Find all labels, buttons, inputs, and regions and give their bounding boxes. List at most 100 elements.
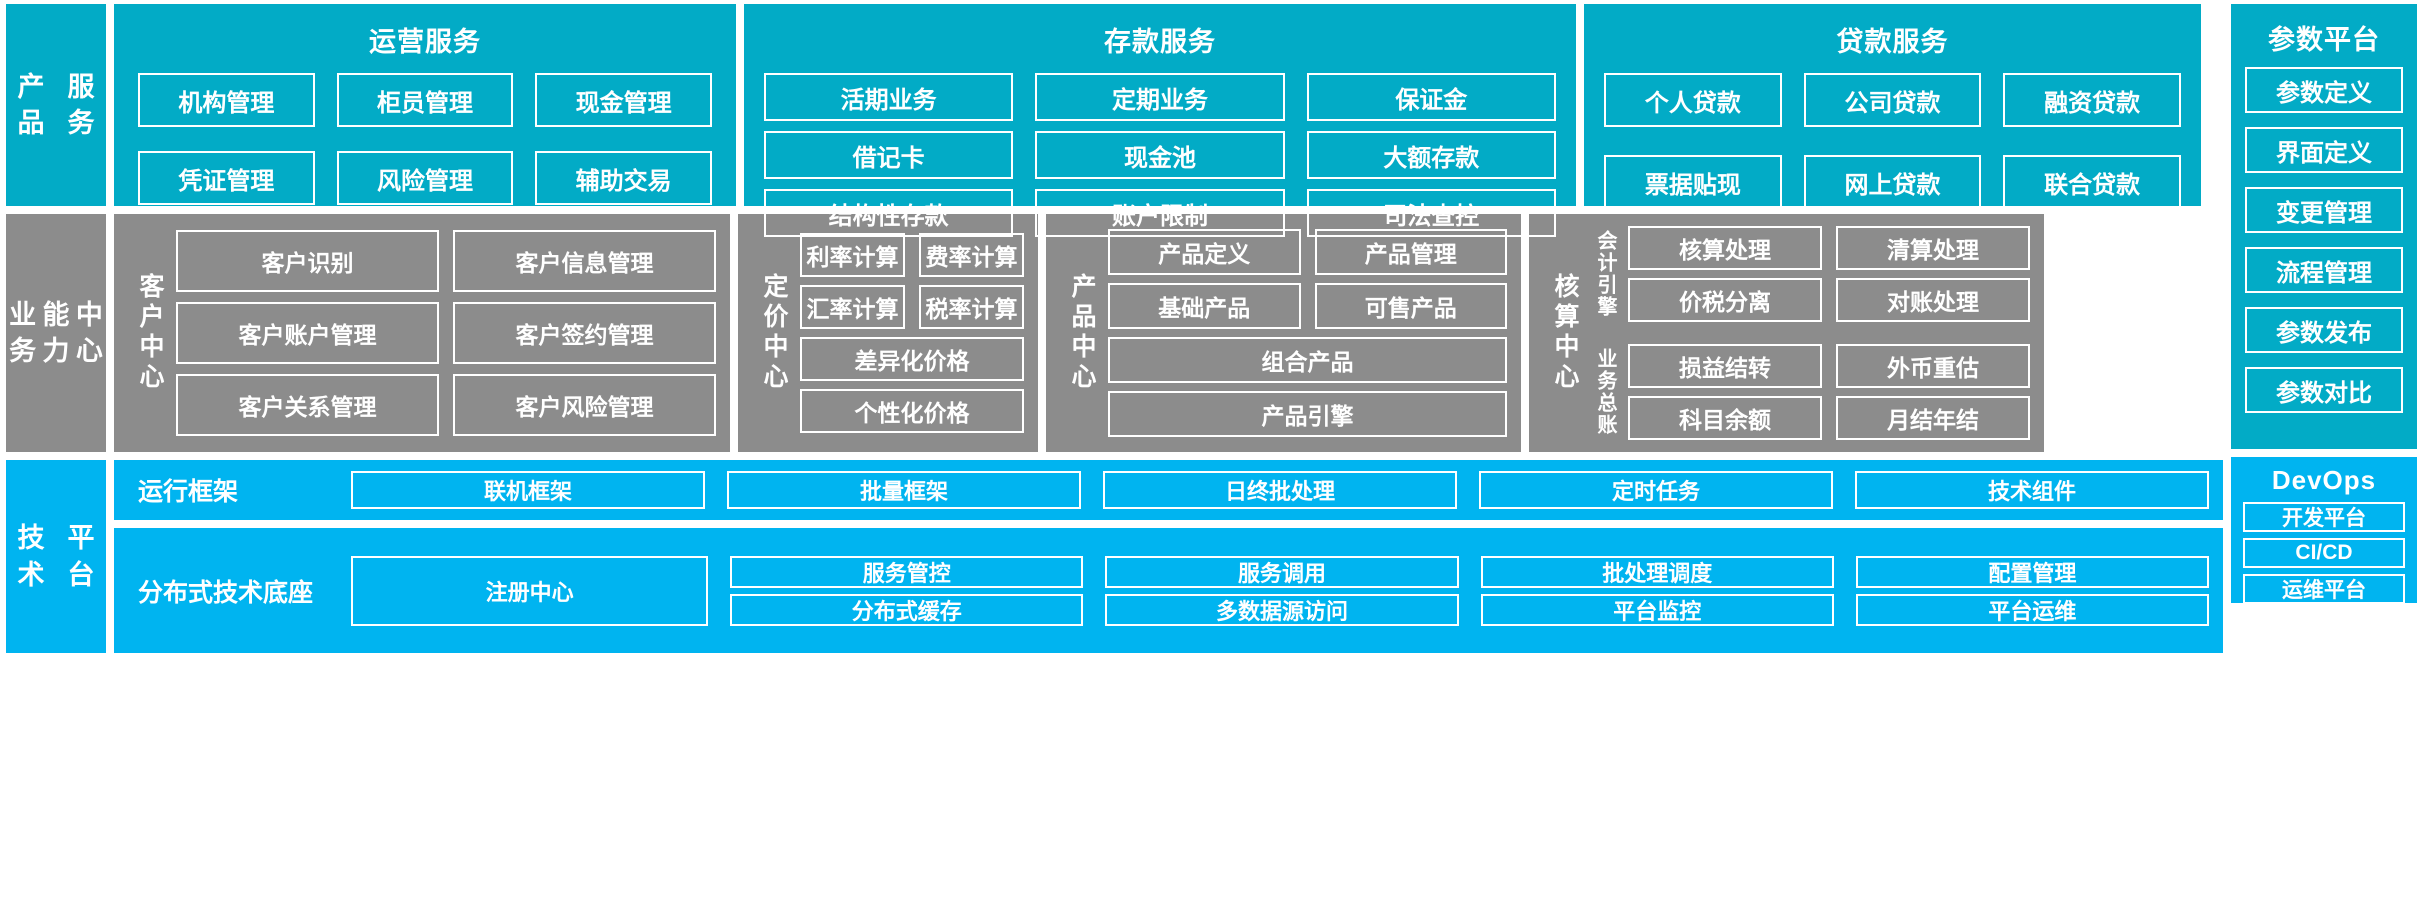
- center-label-customer: 客户中心: [136, 273, 164, 393]
- service-box[interactable]: 个人贷款: [1604, 73, 1782, 127]
- capability-box[interactable]: 清算处理: [1836, 226, 2030, 270]
- parameter-box[interactable]: 参数对比: [2245, 367, 2403, 413]
- capability-box[interactable]: 客户账户管理: [176, 302, 439, 364]
- devops-box[interactable]: CI/CD: [2243, 538, 2405, 568]
- service-box[interactable]: 借记卡: [764, 131, 1014, 179]
- capability-box[interactable]: 可售产品: [1314, 283, 1507, 329]
- band-runtime-framework: 运行框架 联机框架 批量框架 日终批处理 定时任务 技术组件: [114, 460, 2223, 520]
- service-box[interactable]: 现金池: [1035, 131, 1285, 179]
- capability-box[interactable]: 利率计算: [800, 233, 905, 277]
- service-box[interactable]: 柜员管理: [336, 73, 514, 127]
- operation-services-row: 凭证管理 风险管理 辅助交易: [138, 151, 713, 205]
- capability-box[interactable]: 基础产品: [1108, 283, 1301, 329]
- product-center-row: 产品引擎: [1108, 391, 1507, 437]
- panel-loan-services: 贷款服务 个人贷款 公司贷款 融资贷款 票据贴现 网上贷款 联合贷款: [1584, 4, 2201, 209]
- tech-box[interactable]: 配置管理: [1855, 555, 2210, 588]
- capability-box[interactable]: 科目余额: [1628, 396, 1822, 440]
- capability-box[interactable]: 客户签约管理: [453, 302, 716, 364]
- band-label-distributed-base: 分布式技术底座: [138, 578, 314, 607]
- capability-box[interactable]: 税率计算: [919, 285, 1024, 329]
- parameter-platform-items: 参数定义 界面定义 变更管理 流程管理 参数发布 参数对比: [2245, 67, 2403, 435]
- capability-box[interactable]: 组合产品: [1108, 337, 1507, 383]
- capability-box[interactable]: 客户风险管理: [453, 374, 716, 436]
- tech-box[interactable]: 日终批处理: [1103, 471, 1457, 509]
- tech-box[interactable]: 分布式缓存: [730, 593, 1084, 626]
- service-box[interactable]: 网上贷款: [1803, 155, 1982, 209]
- parameter-box[interactable]: 参数发布: [2245, 307, 2403, 353]
- tech-box[interactable]: 技术组件: [1855, 471, 2209, 509]
- accounting-sublabel-engine: 会计引擎: [1594, 230, 1616, 318]
- capability-box[interactable]: 损益结转: [1628, 344, 1822, 388]
- accounting-subgroup-engine: 会计引擎 核算处理 清算处理 价税分离 对账处理: [1591, 222, 2030, 326]
- capability-box[interactable]: 汇率计算: [800, 285, 905, 329]
- capability-box[interactable]: 月结年结: [1836, 396, 2030, 440]
- service-box[interactable]: 司法查控: [1306, 189, 1556, 237]
- tech-box[interactable]: 批量框架: [727, 471, 1081, 509]
- panel-title-deposit-services: 存款服务: [1104, 27, 1216, 57]
- tech-column: 服务管控 分布式缓存: [730, 555, 1084, 626]
- capability-box[interactable]: 客户信息管理: [453, 230, 716, 292]
- service-box[interactable]: 大额存款: [1306, 131, 1556, 179]
- capability-box[interactable]: 产品定义: [1108, 229, 1301, 275]
- layer-label-line-1: 产品: [17, 71, 45, 138]
- capability-box[interactable]: 对账处理: [1836, 278, 2030, 322]
- devops-items: 开发平台 CI/CD 运维平台: [2243, 502, 2405, 604]
- right-rail: 参数平台 参数定义 界面定义 变更管理 流程管理 参数发布 参数对比 DevOp…: [2231, 4, 2417, 604]
- capability-box[interactable]: 客户关系管理: [176, 374, 439, 436]
- tech-box[interactable]: 平台运维: [1855, 593, 2210, 626]
- service-box[interactable]: 定期业务: [1035, 73, 1285, 121]
- pricing-center-row: 差异化价格: [800, 337, 1024, 381]
- service-box[interactable]: 风险管理: [336, 151, 514, 205]
- tech-box[interactable]: 平台监控: [1480, 593, 1834, 626]
- service-box[interactable]: 机构管理: [138, 73, 315, 127]
- accounting-ledger-rows: 损益结转 外币重估 科目余额 月结年结: [1628, 340, 2030, 444]
- service-box[interactable]: 公司贷款: [1803, 73, 1982, 127]
- capability-box[interactable]: 个性化价格: [800, 389, 1024, 433]
- service-box[interactable]: 保证金: [1306, 73, 1556, 121]
- devops-box[interactable]: 运维平台: [2243, 574, 2405, 604]
- service-box[interactable]: 结构性存款: [764, 189, 1014, 237]
- panel-title-devops: DevOps: [2271, 465, 2377, 495]
- tech-box-registry[interactable]: 注册中心: [351, 555, 709, 626]
- parameter-box[interactable]: 界面定义: [2245, 127, 2403, 173]
- service-box[interactable]: 辅助交易: [535, 151, 713, 205]
- band-distributed-base: 分布式技术底座 注册中心 服务管控 分布式缓存 服务调用 多数据源访问 批处理调…: [114, 528, 2223, 653]
- panel-title-loan-services: 贷款服务: [1836, 27, 1949, 57]
- accounting-row: 损益结转 外币重估: [1628, 344, 2030, 388]
- tech-box[interactable]: 批处理调度: [1480, 555, 1834, 588]
- service-box[interactable]: 凭证管理: [138, 151, 315, 205]
- parameter-box[interactable]: 变更管理: [2245, 187, 2403, 233]
- parameter-box[interactable]: 参数定义: [2245, 67, 2403, 113]
- capability-box[interactable]: 差异化价格: [800, 337, 1024, 381]
- capability-box[interactable]: 产品管理: [1314, 229, 1507, 275]
- service-box[interactable]: 账户限制: [1035, 189, 1285, 237]
- capability-box[interactable]: 产品引擎: [1108, 391, 1507, 437]
- layer-label-technical-platform: 技术 平台: [6, 460, 106, 653]
- service-box[interactable]: 融资贷款: [2003, 73, 2182, 127]
- tech-box[interactable]: 联机框架: [351, 471, 705, 509]
- capability-box[interactable]: 费率计算: [919, 233, 1024, 277]
- center-customer: 客户中心 客户识别 客户信息管理 客户账户管理 客户签约管理 客户关系管理 客户…: [114, 214, 730, 452]
- tech-box[interactable]: 服务管控: [730, 555, 1084, 588]
- capability-box[interactable]: 价税分离: [1628, 278, 1822, 322]
- tech-box[interactable]: 多数据源访问: [1105, 593, 1459, 626]
- accounting-sublabel-ledger: 业务总账: [1594, 348, 1616, 436]
- tech-box[interactable]: 服务调用: [1105, 555, 1459, 588]
- capability-box[interactable]: 客户识别: [176, 230, 439, 292]
- accounting-row: 核算处理 清算处理: [1628, 226, 2030, 270]
- deposit-services-row: 结构性存款 账户限制 司法查控: [764, 189, 1556, 237]
- service-box[interactable]: 票据贴现: [1604, 155, 1782, 209]
- parameter-box[interactable]: 流程管理: [2245, 247, 2403, 293]
- devops-box[interactable]: 开发平台: [2243, 502, 2405, 532]
- service-box[interactable]: 现金管理: [535, 73, 713, 127]
- capability-box[interactable]: 外币重估: [1836, 344, 2030, 388]
- accounting-subgroup-ledger: 业务总账 损益结转 外币重估 科目余额 月结年结: [1591, 340, 2030, 444]
- service-box[interactable]: 活期业务: [764, 73, 1014, 121]
- tech-box[interactable]: 定时任务: [1479, 471, 1833, 509]
- service-box[interactable]: 联合贷款: [2003, 155, 2182, 209]
- capability-box[interactable]: 核算处理: [1628, 226, 1822, 270]
- layer-label-line-1: 业务: [9, 299, 37, 366]
- layer-technical-platform: 技术 平台 运行框架 联机框架 批量框架 日终批处理 定时任务 技术组件 分布式…: [0, 460, 2423, 653]
- panel-deposit-services: 存款服务 活期业务 定期业务 保证金 借记卡 现金池 大额存款 结构性存款 账户…: [744, 4, 1576, 237]
